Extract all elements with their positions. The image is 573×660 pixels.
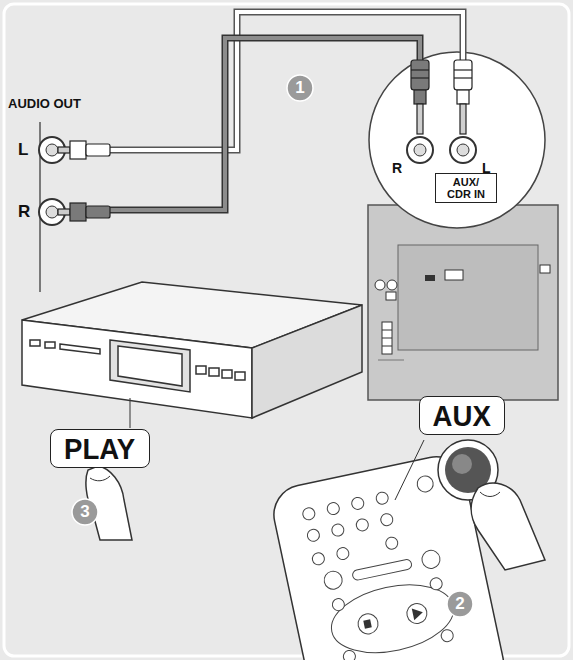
button-label-box: AUX (419, 396, 504, 435)
rca-plugs-out (58, 141, 110, 221)
finger-aux (471, 483, 545, 570)
callout-number: 2 (446, 590, 474, 618)
label-text: PLAY (64, 432, 135, 465)
label-text: AUX/ CDR IN (440, 176, 492, 200)
rca-plugs-inset (411, 60, 472, 134)
channel-label: R (392, 160, 402, 176)
leader-line (395, 440, 424, 500)
callout-number: 2 (455, 594, 464, 614)
label-text: AUX (433, 399, 491, 432)
callout-number: 3 (80, 502, 89, 522)
channel-label: L (482, 160, 491, 176)
jack-inset (369, 52, 545, 228)
callout-number: 1 (286, 74, 314, 102)
callout-number: 1 (295, 78, 304, 98)
hifi-unit (368, 205, 558, 400)
channel-label: R (18, 202, 30, 222)
channel-label: L (18, 140, 28, 160)
callout-number: 3 (71, 498, 99, 526)
cables (110, 12, 463, 210)
jack-label-box: AUX/ CDR IN (435, 173, 497, 203)
port-label: AUDIO OUT (8, 96, 81, 111)
cd-recorder (22, 282, 362, 428)
button-label-box: PLAY (50, 429, 149, 468)
